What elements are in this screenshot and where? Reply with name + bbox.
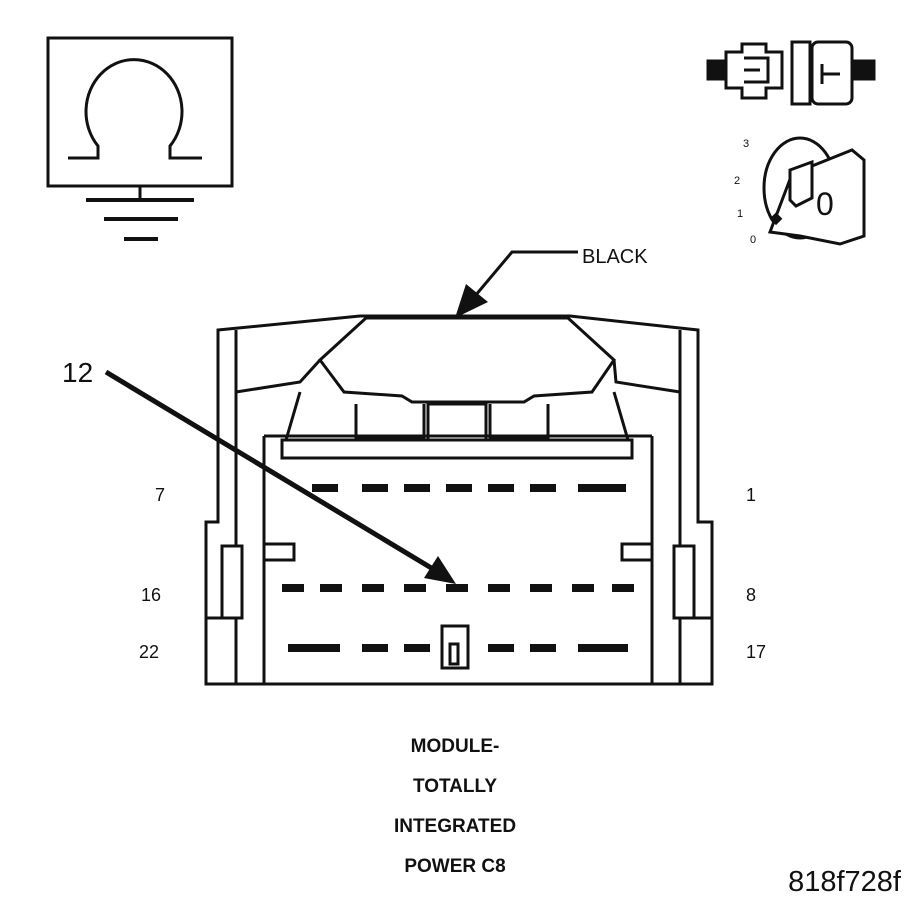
terminal-row-3 xyxy=(288,644,628,652)
pin-label-22: 22 xyxy=(139,642,159,662)
pin-label-1: 1 xyxy=(746,485,756,505)
caption-line-2: TOTALLY xyxy=(412,776,498,797)
ohmmeter-ground-icon xyxy=(46,36,234,241)
polarizing-key xyxy=(440,624,470,670)
ignition-key-label: 0 xyxy=(816,186,834,222)
terminal-row-2 xyxy=(282,584,634,592)
terminal-row-1 xyxy=(312,484,626,492)
figure-id: 818f728f xyxy=(788,866,901,898)
ignition-position-0: 0 xyxy=(750,234,756,246)
pin-callout-label: 12 xyxy=(62,357,93,388)
pin-label-16: 16 xyxy=(141,585,161,605)
ignition-position-1: 1 xyxy=(737,208,743,220)
color-callout: BLACK xyxy=(455,246,648,318)
pin-callout: 12 xyxy=(62,357,456,584)
ignition-key-off-icon: 3 2 1 0 0 xyxy=(734,136,866,246)
color-callout-label: BLACK xyxy=(582,246,648,268)
pin-label-8: 8 xyxy=(746,585,756,605)
ignition-position-2: 2 xyxy=(734,175,740,187)
caption-line-1: MODULE- xyxy=(410,736,500,757)
caption-line-4: POWER C8 xyxy=(404,856,506,877)
caption-line-3: INTEGRATED xyxy=(393,816,517,837)
pin-label-7: 7 xyxy=(155,485,165,505)
pin-labels: 7 1 16 8 22 17 xyxy=(139,485,766,662)
connector-disconnected-icon xyxy=(706,40,876,106)
ignition-position-3: 3 xyxy=(743,138,749,150)
pin-label-17: 17 xyxy=(746,642,766,662)
